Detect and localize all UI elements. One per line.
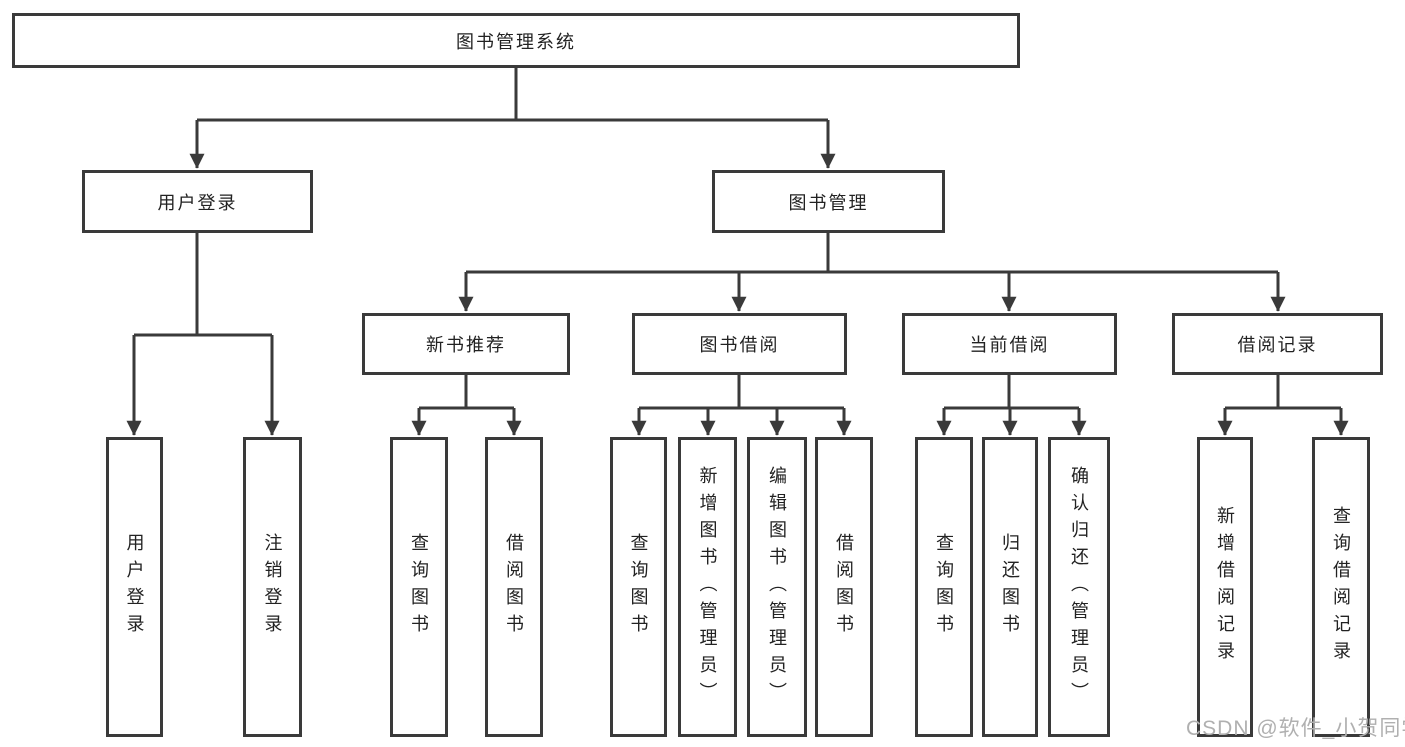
connector-root-to-level2 [189, 68, 836, 169]
node-leaf-borrow-books-1: 借阅图书 [485, 437, 543, 737]
connector-borrow-record-children [1217, 375, 1349, 436]
connector-current-borrow-children [936, 375, 1087, 436]
node-current-borrow: 当前借阅 [902, 313, 1117, 375]
node-leaf-user-login: 用户登录 [106, 437, 163, 737]
node-leaf-add-borrow-record: 新增借阅记录 [1197, 437, 1253, 737]
node-library-management-system: 图书管理系统 [12, 13, 1020, 68]
node-leaf-borrow-books-2: 借阅图书 [815, 437, 873, 737]
node-leaf-add-book-admin: 新增图书（管理员） [678, 437, 737, 737]
node-leaf-return-book: 归还图书 [982, 437, 1038, 737]
node-book-management: 图书管理 [712, 170, 945, 233]
node-leaf-confirm-return-admin: 确认归还（管理员） [1048, 437, 1110, 737]
node-leaf-query-books-2: 查询图书 [610, 437, 667, 737]
connector-book-borrow-children [631, 375, 852, 436]
node-leaf-query-books-1: 查询图书 [390, 437, 448, 737]
node-leaf-query-books-3: 查询图书 [915, 437, 973, 737]
node-book-borrow: 图书借阅 [632, 313, 847, 375]
node-new-book-recommend: 新书推荐 [362, 313, 570, 375]
connector-user-login-children [126, 233, 280, 436]
csdn-watermark: CSDN @软件_小贺同学 [1186, 717, 1405, 740]
node-leaf-logout: 注销登录 [243, 437, 302, 737]
connector-new-book-children [411, 375, 522, 436]
connector-book-management-children [458, 233, 1286, 312]
node-leaf-query-borrow-record: 查询借阅记录 [1312, 437, 1370, 737]
node-borrow-record: 借阅记录 [1172, 313, 1383, 375]
node-user-login: 用户登录 [82, 170, 313, 233]
node-leaf-edit-book-admin: 编辑图书（管理员） [747, 437, 807, 737]
